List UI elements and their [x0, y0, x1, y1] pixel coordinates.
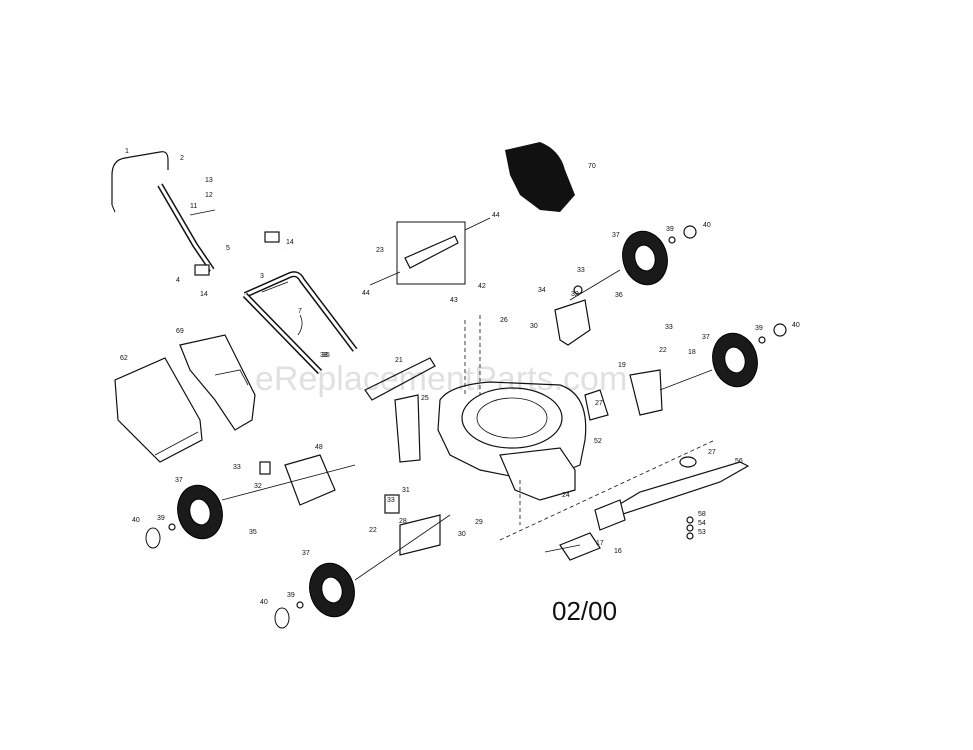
callout-5: 5: [226, 245, 230, 252]
watermark: eReplacementParts.com: [255, 360, 627, 398]
callout-33: 33: [320, 352, 328, 359]
callout-28: 28: [399, 518, 407, 525]
mower-deck: [437, 315, 587, 525]
callout-37d: 37: [302, 550, 310, 557]
callout-19: 19: [618, 362, 626, 369]
callout-16: 16: [614, 548, 622, 555]
bag-frame: [179, 334, 256, 431]
callout-17: 17: [596, 540, 604, 547]
grass-bag: [114, 357, 203, 463]
callout-44b: 44: [362, 290, 370, 297]
callout-24: 24: [562, 492, 570, 499]
callout-33c: 33: [665, 324, 673, 331]
callout-58: 58: [698, 511, 706, 518]
bracket-inset: [369, 217, 491, 286]
callout-27b: 27: [595, 400, 603, 407]
callout-37b: 37: [702, 334, 710, 341]
callout-30: 30: [530, 323, 538, 330]
callout-22a: 22: [659, 347, 667, 354]
callout-40c: 40: [132, 517, 140, 524]
callout-23: 23: [376, 247, 384, 254]
callout-40a: 40: [703, 222, 711, 229]
callout-13: 13: [205, 177, 213, 184]
callout-33b: 33: [577, 267, 585, 274]
callout-53: 53: [698, 529, 706, 536]
callout-34: 34: [538, 287, 546, 294]
callout-11: 11: [190, 203, 197, 210]
callout-69: 69: [176, 328, 184, 335]
callout-2: 2: [180, 155, 184, 162]
callout-32: 32: [571, 291, 579, 298]
date-code: 02/00: [552, 596, 617, 626]
height-adjuster-left: [259, 454, 441, 556]
callout-4: 4: [176, 277, 180, 284]
callout-39d: 39: [287, 592, 295, 599]
callout-70: 70: [588, 163, 596, 170]
callout-40b: 40: [792, 322, 800, 329]
callout-7: 7: [298, 308, 302, 315]
wheel-rear-left: [145, 484, 223, 549]
callout-26: 26: [500, 317, 508, 324]
callout-18: 18: [688, 349, 696, 356]
callout-33d: 33: [233, 464, 241, 471]
wheel-front-left: [274, 562, 355, 629]
callout-12: 12: [205, 192, 213, 199]
callout-3: 3: [260, 273, 264, 280]
callout-22b: 22: [369, 527, 377, 534]
callout-62: 62: [120, 355, 128, 362]
callout-39b: 39: [755, 325, 763, 332]
lower-handle: [242, 271, 358, 375]
callout-37c: 37: [175, 477, 183, 484]
callout-21: 21: [395, 357, 403, 364]
callout-48: 48: [315, 444, 323, 451]
callout-54: 54: [698, 520, 706, 527]
axle-lines: [221, 269, 713, 581]
callout-39a: 39: [666, 226, 674, 233]
callout-39c: 39: [157, 515, 165, 522]
height-adjuster-rear-right: [554, 285, 591, 346]
baffle: [544, 499, 626, 561]
engine: [505, 142, 575, 212]
callout-52: 52: [594, 438, 602, 445]
callout-29: 29: [475, 519, 483, 526]
callout-42: 42: [478, 283, 486, 290]
callout-43: 43: [450, 297, 458, 304]
upper-handle: [111, 151, 287, 276]
callout-27: 27: [708, 449, 716, 456]
callout-14a: 14: [286, 239, 294, 246]
callout-35: 35: [322, 352, 330, 359]
callout-1: 1: [125, 148, 129, 155]
wheel-rear-right: [622, 225, 697, 286]
callout-33e: 33: [387, 497, 395, 504]
height-adjuster-front-right: [584, 369, 663, 421]
callout-30b: 30: [458, 531, 466, 538]
rear-bracket: [364, 357, 436, 463]
callout-14b: 14: [200, 291, 208, 298]
callout-25: 25: [421, 395, 429, 402]
callout-36: 36: [615, 292, 623, 299]
callout-35b: 35: [249, 529, 257, 536]
callout-37a: 37: [612, 232, 620, 239]
wheel-front-right: [712, 323, 787, 388]
callout-56: 56: [735, 458, 743, 465]
callout-labels: 1 2 3 4 5 7 11 12 13 14 14 21 23 25 33 4…: [120, 148, 800, 606]
callout-40d: 40: [260, 599, 268, 606]
callout-44a: 44: [492, 212, 500, 219]
callout-31: 31: [402, 487, 410, 494]
callout-32b: 32: [254, 483, 262, 490]
